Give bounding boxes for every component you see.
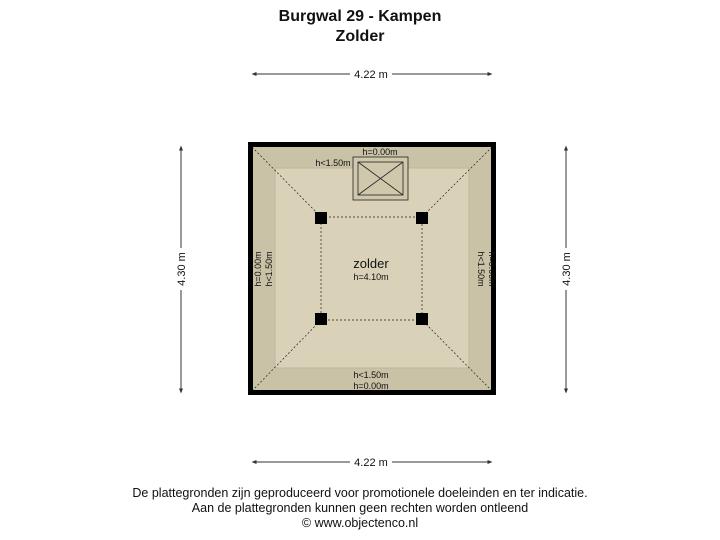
room-height: h=4.10m: [353, 272, 388, 282]
height-label-right-limit: h<1.50m: [476, 251, 486, 286]
full-height-area: [320, 216, 423, 321]
disclaimer-line-2: Aan de plattegronden kunnen geen rechten…: [191, 501, 529, 515]
height-label-bottom-limit: h<1.50m: [353, 370, 388, 380]
column: [315, 313, 327, 325]
dimension-bottom-label: 4.22 m: [354, 457, 388, 469]
height-label-right-zero: h=0.00m: [487, 251, 497, 286]
roof-hip-lines: [251, 146, 493, 392]
column: [416, 212, 428, 224]
room-name: zolder: [353, 256, 389, 271]
plan-title-floor: Zolder: [335, 28, 385, 45]
height-label-left-limit: h<1.50m: [264, 251, 274, 286]
height-label-top-zero: h=0.00m: [362, 147, 397, 157]
attic-floor: [248, 142, 496, 395]
column: [315, 212, 327, 224]
dimension-right-label: 4.30 m: [561, 252, 573, 286]
plan-title-address: Burgwal 29 - Kampen: [278, 8, 442, 25]
dimension-top: 4.22 m: [251, 67, 493, 81]
roof-hatch: [352, 156, 409, 201]
outer-wall: [248, 142, 496, 395]
copyright-line: © www.objectenco.nl: [301, 516, 419, 530]
height-label-top-limit: h<1.50m: [315, 158, 350, 168]
dimension-bottom: 4.22 m: [251, 455, 493, 469]
dimension-right: 4.30 m: [559, 145, 573, 394]
dimension-left-label: 4.30 m: [176, 252, 188, 286]
dimension-top-label: 4.22 m: [354, 69, 388, 81]
disclaimer-line-1: De plattegronden zijn geproduceerd voor …: [132, 486, 588, 500]
height-label-bottom-zero: h=0.00m: [353, 381, 388, 391]
column: [416, 313, 428, 325]
height-label-left-zero: h=0.00m: [253, 251, 263, 286]
dimension-left: 4.30 m: [174, 145, 188, 394]
